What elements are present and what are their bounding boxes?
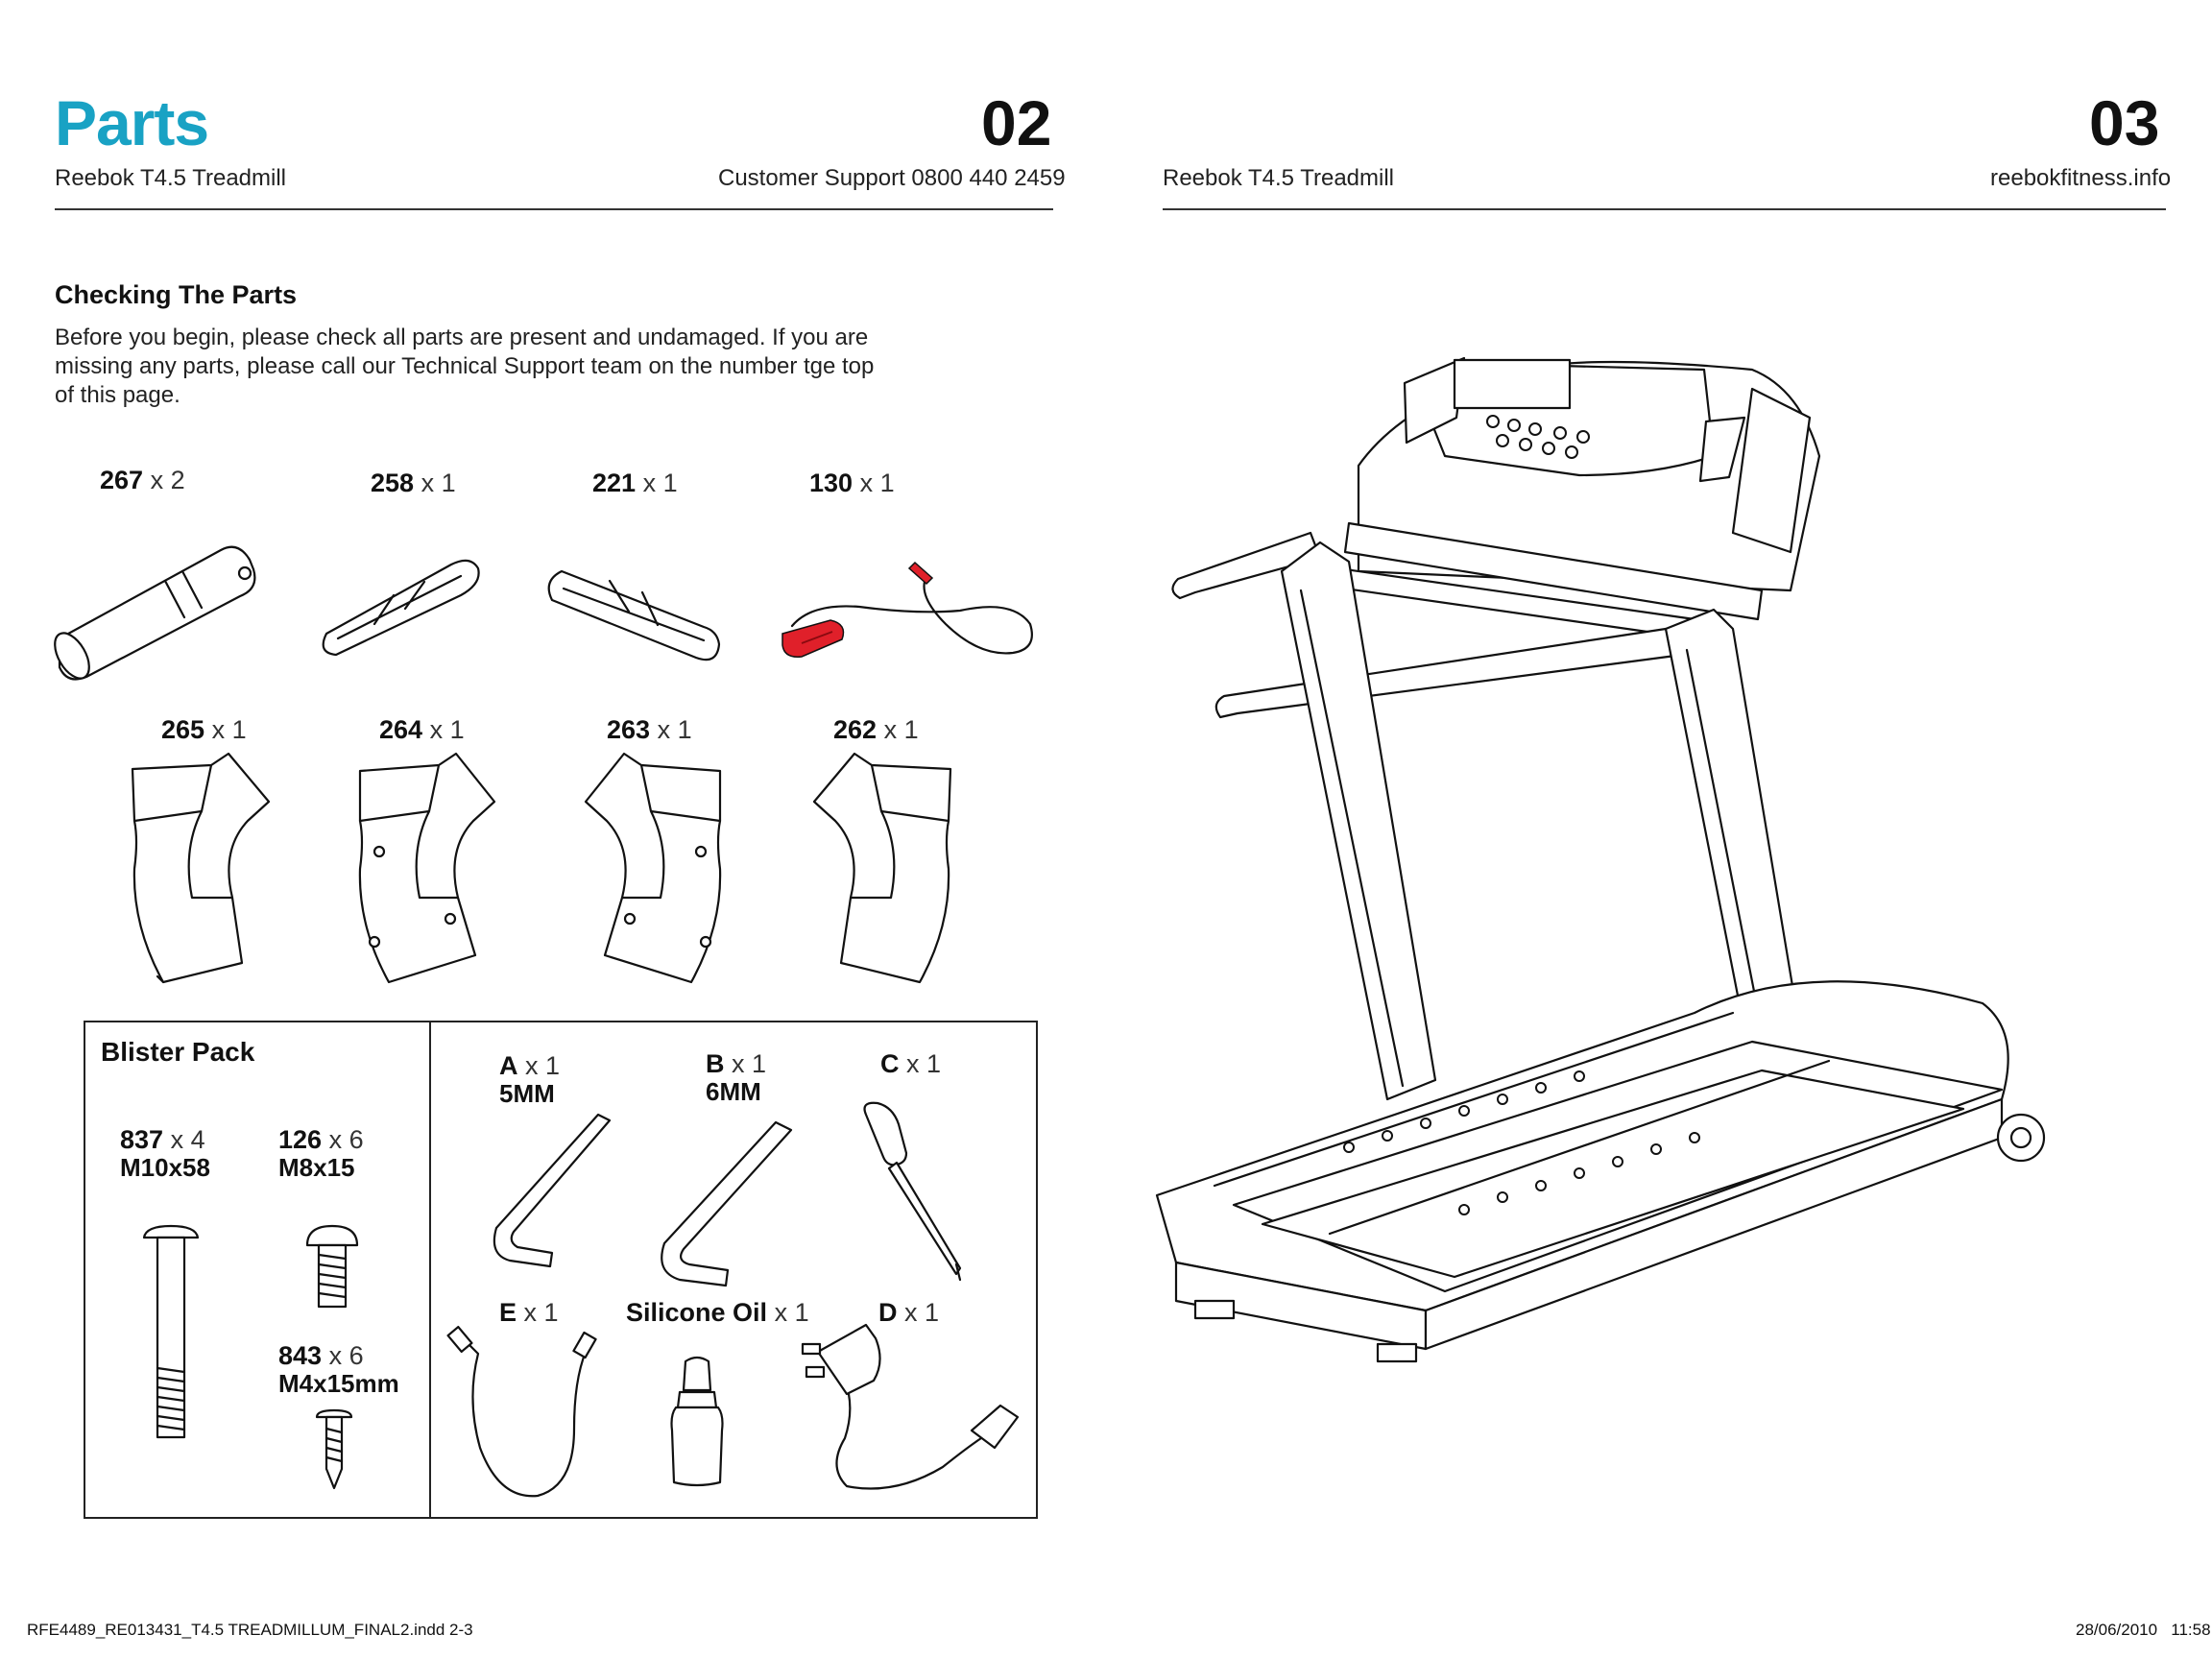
part-267-tube-drawing [54, 545, 256, 681]
right-header-rule [1163, 208, 2166, 210]
tool-label-silicone-oil: Silicone Oil x 1 [626, 1298, 809, 1327]
allen-key-b-drawing [661, 1120, 793, 1287]
part-130-safety-clip-drawing [781, 561, 1033, 658]
treadmill-illustration [1155, 356, 2046, 1363]
part-265-bracket-drawing [131, 752, 271, 984]
part-label-221: 221 x 1 [592, 469, 678, 497]
part-263-bracket-drawing [584, 752, 722, 984]
left-page-number: 02 [981, 87, 1052, 158]
part-label-265: 265 x 1 [161, 715, 247, 744]
support-phone: Customer Support 0800 440 2459 [718, 165, 1066, 191]
part-label-130: 130 x 1 [809, 469, 895, 497]
intro-paragraph: Before you begin, please check all parts… [55, 325, 875, 408]
part-264-bracket-drawing [358, 752, 496, 984]
part-label-258: 258 x 1 [371, 469, 456, 497]
left-header-rule [55, 208, 1053, 210]
blister-pack-divider [429, 1021, 431, 1517]
tool-label-d: D x 1 [878, 1298, 940, 1327]
section-heading: Checking The Parts [55, 280, 298, 309]
blister-pack-box [84, 1021, 1038, 1519]
part-label-262: 262 x 1 [833, 715, 919, 744]
bolt-126-drawing [305, 1224, 359, 1309]
silicone-oil-bottle-drawing [670, 1356, 724, 1487]
footer-file-name: RFE4489_RE013431_T4.5 TREADMILLUM_FINAL2… [27, 1621, 473, 1639]
part-262-bracket-drawing [812, 752, 952, 984]
part-label-264: 264 x 1 [379, 715, 465, 744]
power-cord-d-drawing [801, 1323, 1020, 1490]
screwdriver-c-drawing [863, 1101, 962, 1282]
part-label-263: 263 x 1 [607, 715, 692, 744]
website-link[interactable]: reebokfitness.info [1990, 165, 2172, 191]
page-title: Parts [55, 87, 209, 158]
part-221-cover-drawing [547, 569, 721, 661]
tool-label-c: C x 1 [880, 1049, 942, 1078]
part-label-267: 267 x 2 [100, 466, 185, 494]
left-product-name: Reebok T4.5 Treadmill [55, 165, 287, 191]
footer-date: 28/06/2010 11:58 [2076, 1621, 2211, 1639]
tool-label-e: E x 1 [499, 1298, 559, 1327]
bolt-837-drawing [142, 1224, 200, 1439]
screw-843-drawing [315, 1408, 353, 1490]
cable-e-drawing [446, 1325, 597, 1498]
allen-key-a-drawing [493, 1113, 612, 1268]
blister-pack-title: Blister Pack [101, 1037, 255, 1067]
right-product-name: Reebok T4.5 Treadmill [1163, 165, 1395, 191]
part-258-cover-drawing [322, 559, 480, 657]
right-page-number: 03 [2089, 87, 2160, 158]
